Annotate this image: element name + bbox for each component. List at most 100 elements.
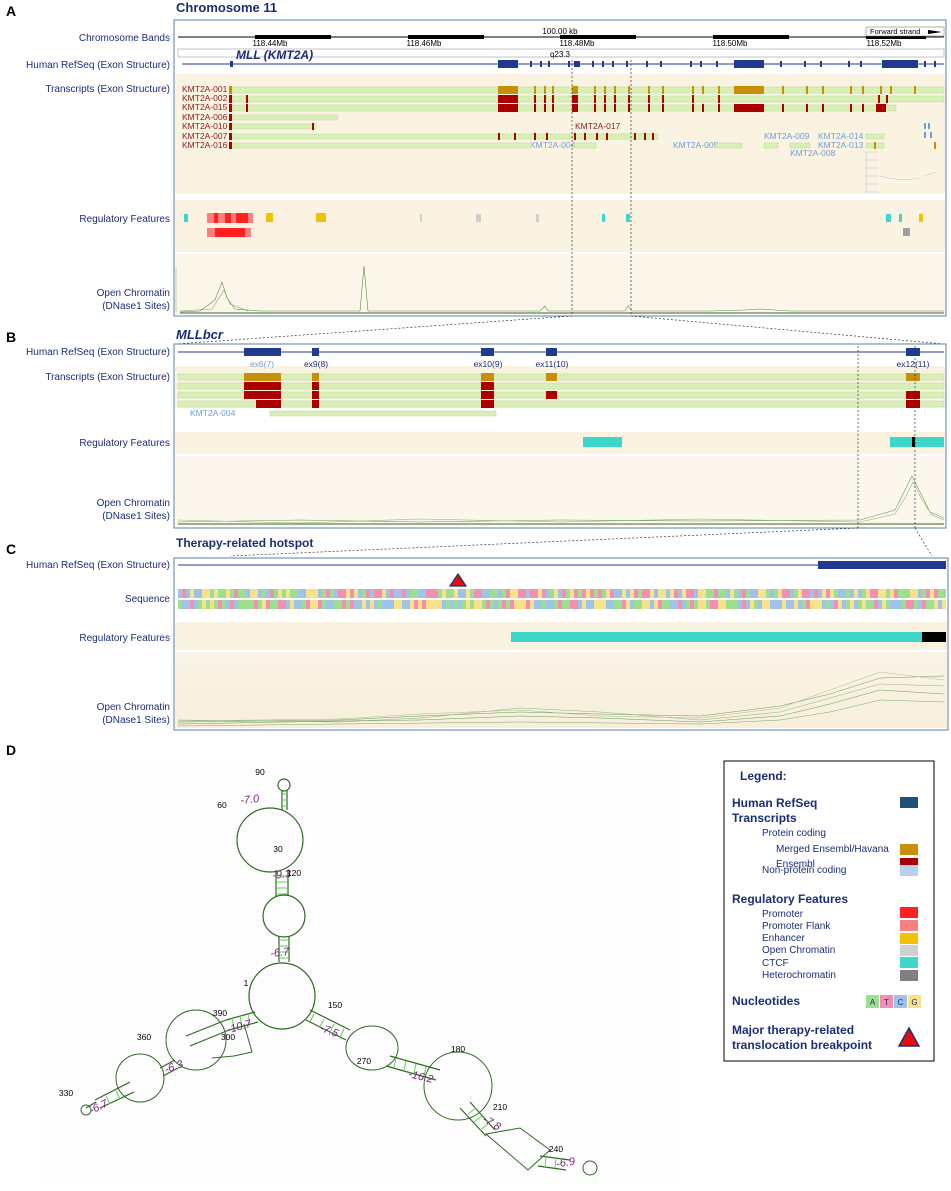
nucleotide-cell [350, 589, 354, 598]
pos-label-90: 90 [255, 767, 265, 777]
nucleotide-cell [866, 589, 870, 598]
nucleotide-cell [878, 600, 882, 609]
row-label-dnase-a: (DNase1 Sites) [102, 301, 170, 312]
nucleotide-cell [690, 600, 694, 609]
open-chromatin-track-a [179, 265, 944, 314]
rna-loops [80, 1009, 598, 1176]
panel-c-title: Therapy-related hotspot [176, 536, 313, 550]
nucleotide-cell [654, 600, 658, 609]
nucleotide-cell [694, 600, 698, 609]
nucleotide-cell [794, 589, 798, 598]
nucleotide-cell [430, 600, 434, 609]
nucleotide-cell [658, 589, 662, 598]
tx-b-label-004: KMT2A-004 [190, 408, 236, 418]
nucleotide-cell [454, 600, 458, 609]
nucleotide-cell [410, 589, 414, 598]
nucleotide-cell [302, 589, 306, 598]
nucleotide-cell [378, 600, 382, 609]
nucleotide-cell [922, 589, 926, 598]
nucleotide-cell [890, 589, 894, 598]
nucleotide-cell [642, 600, 646, 609]
nucleotide-cell [854, 600, 858, 609]
nucleotide-cell [818, 600, 822, 609]
nucleotide-cell [294, 600, 298, 609]
nucleotide-cell [766, 589, 770, 598]
nucleotide-cell [858, 589, 862, 598]
legend-swatch-enhancer [900, 933, 918, 944]
c-chromatin-bg [175, 652, 947, 728]
nucleotide-cell [570, 589, 574, 598]
nucleotide-cell [830, 589, 834, 598]
nucleotide-cell [586, 589, 590, 598]
row-label-open-chromatin-c: Open Chromatin [97, 702, 170, 713]
nucleotide-cell [298, 600, 302, 609]
zoom-lines-ab [175, 60, 945, 345]
nucleotide-cell [334, 589, 338, 598]
nucleotide-cell [678, 589, 682, 598]
b-regulatory-bg [175, 432, 945, 454]
pos-label-240: 240 [549, 1144, 563, 1154]
nucleotide-cell [886, 589, 890, 598]
nucleotide-cell [414, 589, 418, 598]
nucleotide-cell [858, 600, 862, 609]
nucleotide-cell [426, 589, 430, 598]
nucleotide-cell [874, 589, 878, 598]
nucleotide-cell [906, 589, 910, 598]
nucleotide-cell [394, 600, 398, 609]
nucleotide-cell [762, 600, 766, 609]
nucleotide-cell [710, 600, 714, 609]
legend-ensembl: Ensembl [776, 859, 815, 870]
nucleotide-cell [782, 589, 786, 598]
gene-label: MLL (KMT2A) [236, 48, 313, 62]
nucleotide-cell [390, 589, 394, 598]
nucleotide-cell [934, 589, 938, 598]
nucleotide-cell [270, 589, 274, 598]
nucleotide-cell [462, 589, 466, 598]
nucleotide-cell [926, 589, 930, 598]
transcript-tracks-b [177, 373, 945, 417]
nucleotide-cell [590, 589, 594, 598]
nucleotide-cell [550, 589, 554, 598]
pos-label-30: 30 [273, 844, 283, 854]
nucleotide-cell [498, 600, 502, 609]
nucleotide-cell [906, 600, 910, 609]
row-label-refseq-c: Human RefSeq (Exon Structure) [26, 560, 170, 571]
tx-a-label-002: KMT2A-002 [182, 93, 228, 103]
nucleotide-cell [642, 589, 646, 598]
legend-swatch-non-coding [900, 865, 918, 876]
legend-nuc-a: A [870, 998, 876, 1007]
legend-merged: Merged Ensembl/Havana [776, 844, 889, 855]
nucleotide-cell [578, 589, 582, 598]
nucleotide-cell [646, 589, 650, 598]
pos-label-1: 1 [244, 978, 249, 988]
nucleotide-cell [254, 600, 258, 609]
row-label-regulatory-a: Regulatory Features [79, 214, 170, 225]
nucleotide-cell [634, 589, 638, 598]
sequence-track [178, 589, 946, 609]
nucleotide-cell [914, 600, 918, 609]
breakpoint-triangle-icon [448, 572, 468, 587]
exon-label-ex6: ex6(7) [250, 359, 274, 369]
nucleotide-cell [226, 589, 230, 598]
ruler-pos-3: 118.48Mb [560, 39, 596, 48]
nucleotide-cell [670, 589, 674, 598]
tx-a-label-008: KMT2A-008 [790, 148, 836, 158]
nucleotide-cell [526, 600, 530, 609]
regulatory-track-b [583, 437, 944, 447]
nucleotide-cell [366, 600, 370, 609]
nucleotide-cell [238, 589, 242, 598]
nucleotide-cell [270, 600, 274, 609]
nucleotide-cell [182, 600, 186, 609]
row-label-open-chromatin-b: Open Chromatin [97, 498, 170, 509]
nucleotide-cell [258, 600, 262, 609]
nucleotide-cell [266, 589, 270, 598]
legend-refseq-heading: Human RefSeq [732, 796, 817, 810]
legend-breakpoint-line1: Major therapy-related [732, 1023, 854, 1037]
nucleotide-cell [258, 589, 262, 598]
nucleotide-cell [706, 600, 710, 609]
nucleotide-cell [406, 589, 410, 598]
nucleotide-cell [194, 600, 198, 609]
ruler-pos-4: 118.50Mb [713, 39, 749, 48]
nucleotide-cell [186, 589, 190, 598]
nucleotide-cell [590, 600, 594, 609]
